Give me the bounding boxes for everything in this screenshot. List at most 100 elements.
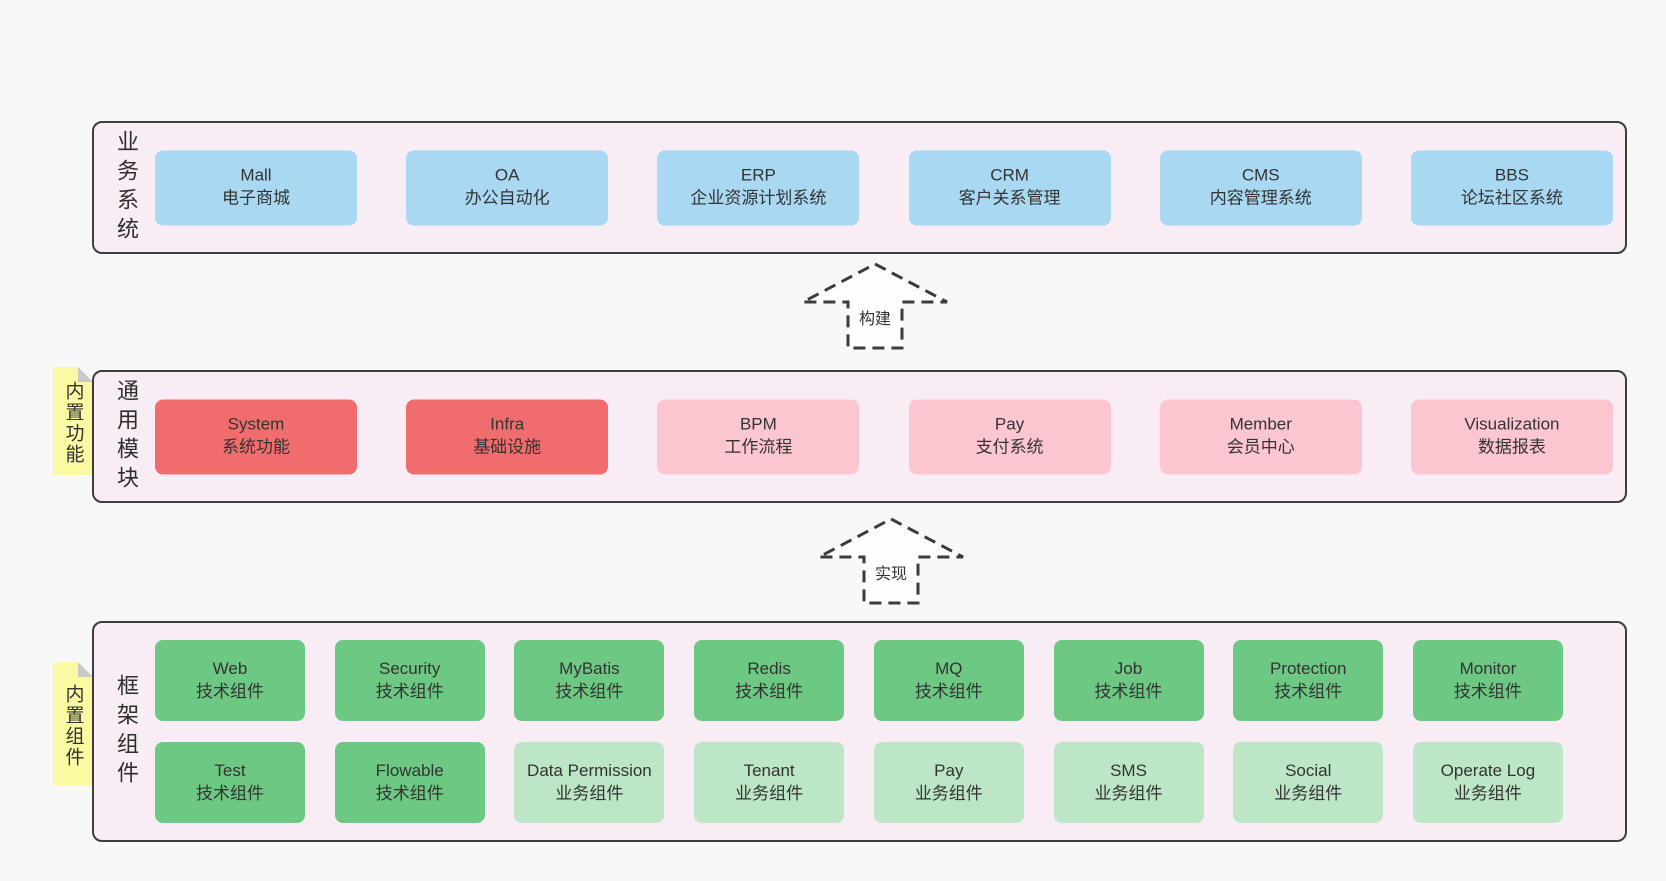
arrow-build: 构建 bbox=[795, 261, 955, 351]
box-protection: Protection 技术组件 bbox=[1233, 640, 1384, 721]
module-box-name: System bbox=[227, 414, 285, 434]
sticky-label: 内置功能 bbox=[62, 381, 84, 466]
module-box-subtitle: 数据报表 bbox=[1477, 437, 1546, 457]
panel-framework-components: 框架组件 Web 技术组件 Security 技术组件 MyBatis 技术组件… bbox=[92, 621, 1627, 842]
module-box-name: MQ bbox=[935, 658, 963, 678]
module-box-name: Visualization bbox=[1464, 414, 1560, 434]
box-monitor: Monitor 技术组件 bbox=[1412, 640, 1563, 721]
box-tenant: Tenant 业务组件 bbox=[694, 742, 845, 823]
panel-common-modules: 通用模块 System 系统功能 Infra 基础设施 BPM 工作流程 Pay… bbox=[92, 370, 1627, 503]
module-box-subtitle: 技术组件 bbox=[375, 783, 444, 803]
module-box-name: CRM bbox=[990, 165, 1029, 185]
module-box-subtitle: 技术组件 bbox=[1453, 681, 1522, 701]
module-box-name: MyBatis bbox=[559, 658, 620, 678]
module-box-subtitle: 工作流程 bbox=[724, 437, 793, 457]
folded-corner-icon bbox=[78, 662, 93, 677]
arrow-implement: 实现 bbox=[811, 516, 971, 606]
sticky-label: 内置组件 bbox=[62, 684, 84, 769]
box-social: Social 业务组件 bbox=[1233, 742, 1384, 823]
box-cms: CMS 内容管理系统 bbox=[1159, 150, 1362, 225]
folded-corner-icon bbox=[78, 367, 93, 382]
module-box-subtitle: 技术组件 bbox=[555, 681, 624, 701]
box-pay: Pay 业务组件 bbox=[873, 742, 1024, 823]
box-security: Security 技术组件 bbox=[334, 640, 485, 721]
panel-business-systems: 业务系统 Mall 电子商城 OA 办公自动化 ERP 企业资源计划系统 CRM… bbox=[92, 121, 1627, 254]
module-box-name: Monitor bbox=[1459, 658, 1517, 678]
module-box-subtitle: 企业资源计划系统 bbox=[690, 188, 827, 208]
module-box-name: Security bbox=[378, 658, 441, 678]
module-box-name: Job bbox=[1114, 658, 1143, 678]
box-flowable: Flowable 技术组件 bbox=[334, 742, 485, 823]
box-row-tech-components: Web 技术组件 Security 技术组件 MyBatis 技术组件 Redi… bbox=[155, 640, 1563, 721]
module-box-name: Operate Log bbox=[1440, 760, 1536, 780]
module-box-name: Social bbox=[1285, 760, 1332, 780]
module-box-name: BBS bbox=[1494, 165, 1529, 185]
box-erp: ERP 企业资源计划系统 bbox=[657, 150, 860, 225]
box-test: Test 技术组件 bbox=[155, 742, 305, 823]
module-box-name: CMS bbox=[1241, 165, 1280, 185]
box-sms: SMS 业务组件 bbox=[1053, 742, 1204, 823]
module-box-subtitle: 系统功能 bbox=[222, 437, 290, 457]
box-visualization: Visualization 数据报表 bbox=[1410, 399, 1613, 474]
box-redis: Redis 技术组件 bbox=[694, 640, 845, 721]
module-box-name: Flowable bbox=[375, 760, 444, 780]
module-box-subtitle: 业务组件 bbox=[1094, 783, 1163, 803]
module-box-name: Test bbox=[214, 760, 246, 780]
module-box-subtitle: 技术组件 bbox=[735, 681, 804, 701]
module-box-subtitle: 业务组件 bbox=[1274, 783, 1343, 803]
box-mq: MQ 技术组件 bbox=[873, 640, 1024, 721]
panel-label-common-modules: 通用模块 bbox=[114, 378, 139, 495]
module-box-name: BPM bbox=[739, 414, 777, 434]
box-web: Web 技术组件 bbox=[155, 640, 305, 721]
box-row-business-systems: Mall 电子商城 OA 办公自动化 ERP 企业资源计划系统 CRM 客户关系… bbox=[155, 150, 1613, 225]
box-infra: Infra 基础设施 bbox=[406, 399, 609, 474]
module-box-subtitle: 技术组件 bbox=[1274, 681, 1343, 701]
module-box-name: Web bbox=[212, 658, 248, 678]
box-oa: OA 办公自动化 bbox=[406, 150, 609, 225]
box-rows-framework-components: Web 技术组件 Security 技术组件 MyBatis 技术组件 Redi… bbox=[155, 640, 1563, 823]
module-box-subtitle: 内容管理系统 bbox=[1209, 188, 1312, 208]
box-mybatis: MyBatis 技术组件 bbox=[514, 640, 665, 721]
module-box-name: Protection bbox=[1269, 658, 1347, 678]
module-box-subtitle: 技术组件 bbox=[196, 783, 264, 803]
box-row-common-modules: System 系统功能 Infra 基础设施 BPM 工作流程 Pay 支付系统… bbox=[155, 399, 1613, 474]
module-box-name: Data Permission bbox=[527, 760, 652, 780]
module-box-name: OA bbox=[494, 165, 520, 185]
module-box-name: Pay bbox=[994, 414, 1025, 434]
panel-label-business-systems: 业务系统 bbox=[114, 129, 139, 246]
module-box-name: Redis bbox=[747, 658, 791, 678]
box-bbs: BBS 论坛社区系统 bbox=[1410, 150, 1613, 225]
module-box-subtitle: 技术组件 bbox=[196, 681, 264, 701]
module-box-name: ERP bbox=[740, 165, 776, 185]
box-data-permission: Data Permission 业务组件 bbox=[514, 742, 665, 823]
module-box-subtitle: 技术组件 bbox=[375, 681, 444, 701]
panel-label-framework-components: 框架组件 bbox=[114, 673, 139, 790]
sticky-note-builtin-functions: 内置功能 bbox=[53, 367, 93, 475]
module-box-subtitle: 会员中心 bbox=[1226, 437, 1295, 457]
box-row-biz-components: Test 技术组件 Flowable 技术组件 Data Permission … bbox=[155, 742, 1563, 823]
module-box-subtitle: 基础设施 bbox=[473, 437, 542, 457]
box-member: Member 会员中心 bbox=[1159, 399, 1362, 474]
module-box-name: Tenant bbox=[743, 760, 795, 780]
module-box-name: Pay bbox=[934, 760, 964, 780]
sticky-note-builtin-components: 内置组件 bbox=[53, 662, 93, 786]
module-box-subtitle: 业务组件 bbox=[555, 783, 624, 803]
box-system: System 系统功能 bbox=[155, 399, 357, 474]
box-operate-log: Operate Log 业务组件 bbox=[1412, 742, 1563, 823]
module-box-subtitle: 电子商城 bbox=[222, 188, 290, 208]
module-box-subtitle: 客户关系管理 bbox=[958, 188, 1061, 208]
module-box-subtitle: 业务组件 bbox=[1453, 783, 1522, 803]
box-crm: CRM 客户关系管理 bbox=[908, 150, 1111, 225]
module-box-subtitle: 论坛社区系统 bbox=[1460, 188, 1563, 208]
box-pay: Pay 支付系统 bbox=[908, 399, 1111, 474]
module-box-subtitle: 技术组件 bbox=[914, 681, 983, 701]
module-box-subtitle: 业务组件 bbox=[735, 783, 804, 803]
arrow-implement-label: 实现 bbox=[871, 560, 911, 584]
module-box-subtitle: 办公自动化 bbox=[464, 188, 550, 208]
box-bpm: BPM 工作流程 bbox=[657, 399, 860, 474]
arrow-build-label: 构建 bbox=[855, 305, 895, 329]
module-box-name: Member bbox=[1229, 414, 1292, 434]
box-mall: Mall 电子商城 bbox=[155, 150, 357, 225]
module-box-name: Mall bbox=[240, 165, 272, 185]
